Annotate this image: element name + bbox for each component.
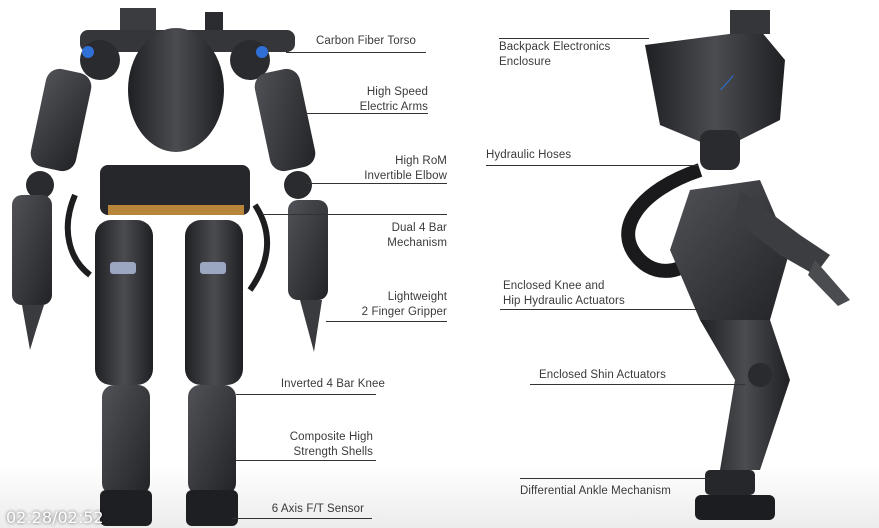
left-gripper (22, 305, 44, 350)
side-knee (748, 363, 772, 387)
callout-hydraulic-hoses: Hydraulic Hoses (486, 148, 626, 163)
pelvis (100, 165, 250, 215)
leader-line (500, 309, 705, 310)
left-shoulder-motor (80, 40, 120, 80)
pelvis-plate (108, 205, 244, 215)
left-hip-cables (64, 193, 92, 278)
callout-enclosed-shin-actuators: Enclosed Shin Actuators (539, 368, 689, 383)
left-forearm (12, 195, 52, 305)
side-torso (700, 130, 740, 170)
right-elbow (284, 171, 312, 199)
right-hip-cables (247, 203, 271, 292)
side-shin (700, 320, 790, 470)
callout-label: Dual 4 Bar Mechanism (387, 222, 447, 249)
side-arm (735, 190, 830, 275)
right-shoulder-accent (256, 46, 268, 58)
leader-line (486, 165, 698, 166)
callout-carbon-fiber-torso: Carbon Fiber Torso (296, 34, 416, 49)
left-foot (100, 490, 152, 526)
callout-label: Differential Ankle Mechanism (520, 485, 671, 497)
callout-label: High RoM Invertible Elbow (364, 155, 447, 182)
right-shin (188, 385, 236, 495)
callout-label: High Speed Electric Arms (359, 86, 428, 113)
leader-line (236, 460, 376, 461)
top-connector (205, 12, 223, 30)
callout-lightweight-2-finger-gripper: Lightweight 2 Finger Gripper (316, 290, 447, 320)
video-timestamp: 02:28/02:52 (6, 508, 104, 527)
leader-line (236, 394, 376, 395)
callout-label: Hydraulic Hoses (486, 149, 572, 161)
right-thigh (185, 220, 243, 385)
callout-high-rom-invertible-elbow: High RoM Invertible Elbow (306, 154, 447, 184)
head-electronics (120, 8, 156, 32)
callout-label: 6 Axis F/T Sensor (271, 503, 364, 515)
callout-enclosed-knee-hip-actuators: Enclosed Knee and Hip Hydraulic Actuator… (503, 279, 663, 309)
backpack-top (730, 10, 770, 34)
left-shin (102, 385, 150, 495)
callout-differential-ankle-mechanism: Differential Ankle Mechanism (520, 484, 690, 499)
left-upper-arm (30, 68, 92, 172)
backpack (645, 30, 785, 150)
callout-inverted-4-bar-knee: Inverted 4 Bar Knee (240, 377, 385, 392)
callout-label: Inverted 4 Bar Knee (280, 378, 385, 390)
right-upper-arm (254, 68, 316, 172)
side-thigh (670, 180, 790, 320)
callout-label: Backpack Electronics Enclosure (499, 41, 611, 68)
side-gripper (808, 260, 850, 306)
callout-label: Lightweight 2 Finger Gripper (361, 291, 447, 318)
left-elbow (26, 171, 54, 199)
callout-label: Composite High Strength Shells (289, 431, 373, 458)
callout-label: Enclosed Knee and Hip Hydraulic Actuator… (503, 280, 625, 307)
callout-label: Carbon Fiber Torso (315, 35, 416, 47)
leader-line (530, 384, 745, 385)
side-foot (695, 495, 775, 520)
callout-6-axis-ft-sensor: 6 Axis F/T Sensor (240, 502, 364, 517)
left-thigh-badge (110, 262, 136, 274)
callout-composite-high-strength-shells: Composite High Strength Shells (256, 430, 373, 460)
right-gripper (300, 300, 322, 352)
left-shoulder-accent (82, 46, 94, 58)
side-ankle (705, 470, 755, 495)
leader-line (306, 183, 447, 184)
front-robot (12, 8, 328, 526)
callout-backpack-electronics-enclosure: Backpack Electronics Enclosure (499, 40, 639, 70)
torso-shell (128, 28, 224, 152)
leader-line (499, 38, 649, 39)
right-foot (186, 490, 238, 526)
backpack-logo: ⟋ (720, 71, 734, 95)
side-robot: ⟋ (621, 10, 850, 520)
callout-label: Enclosed Shin Actuators (539, 369, 666, 381)
callout-dual-4-bar-mechanism: Dual 4 Bar Mechanism (326, 221, 447, 251)
right-thigh-badge (200, 262, 226, 274)
left-thigh (95, 220, 153, 385)
leader-line (232, 518, 372, 519)
leader-line (300, 113, 428, 114)
leader-line (262, 214, 447, 215)
leader-line (286, 52, 426, 53)
callout-high-speed-electric-arms: High Speed Electric Arms (306, 85, 428, 115)
leader-line (520, 478, 710, 479)
leader-line (326, 321, 447, 322)
right-forearm (288, 200, 328, 300)
